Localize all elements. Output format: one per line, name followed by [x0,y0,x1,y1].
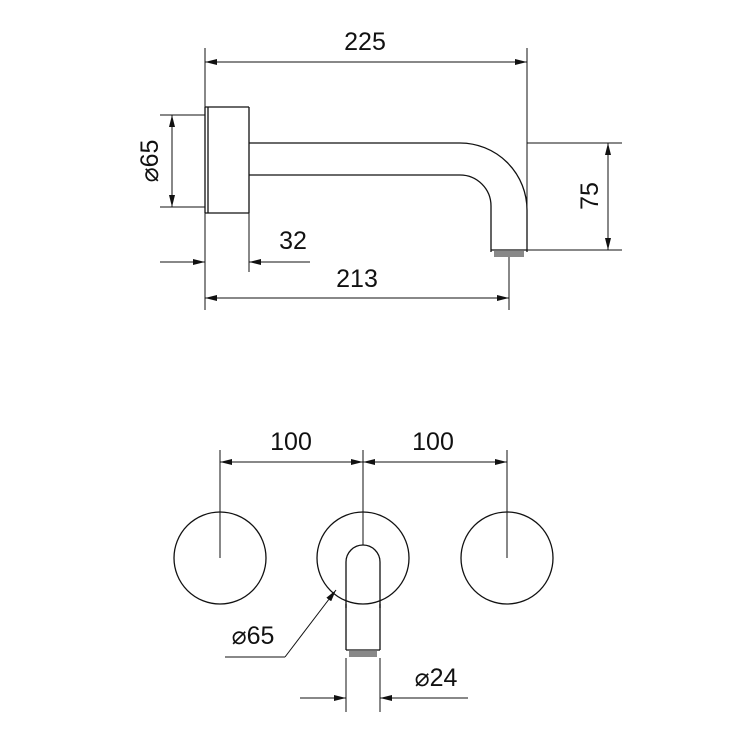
dimension-label-spout-reach: 213 [336,265,378,293]
dimension-label-height: 75 [576,182,604,210]
aerator-front [349,651,377,657]
dimension-plate-depth: 32 [160,213,310,310]
dimension-label-overall-length: 225 [344,28,386,56]
spout-front [345,604,381,657]
dimension-spout-diameter: ⌀24 [300,658,468,712]
wall-plate-side [204,106,250,214]
dimension-height: 75 [527,142,622,251]
front-view: 100 100 ⌀65 ⌀24 [173,428,554,712]
dimension-label-plate-depth: 32 [279,227,307,255]
dimension-label-plate-diameter-side: ⌀65 [136,140,164,183]
side-view: 225 ⌀65 75 32 213 [136,28,622,310]
dimension-label-right-spacing: 100 [412,428,454,456]
dimension-spout-reach: 213 [205,257,510,310]
dimension-label-left-spacing: 100 [270,428,312,456]
dimension-label-plate-diameter-front: ⌀65 [232,622,275,650]
dimension-left-spacing: 100 [220,428,363,465]
dimension-right-spacing: 100 [363,428,507,465]
leader-plate-diameter-front: ⌀65 [225,589,337,658]
aerator-side [494,251,524,257]
spout-side [249,142,528,257]
dimension-label-spout-diameter: ⌀24 [415,664,458,692]
dimension-overall-length: 225 [204,28,528,210]
dimension-plate-diameter-side: ⌀65 [136,114,205,208]
